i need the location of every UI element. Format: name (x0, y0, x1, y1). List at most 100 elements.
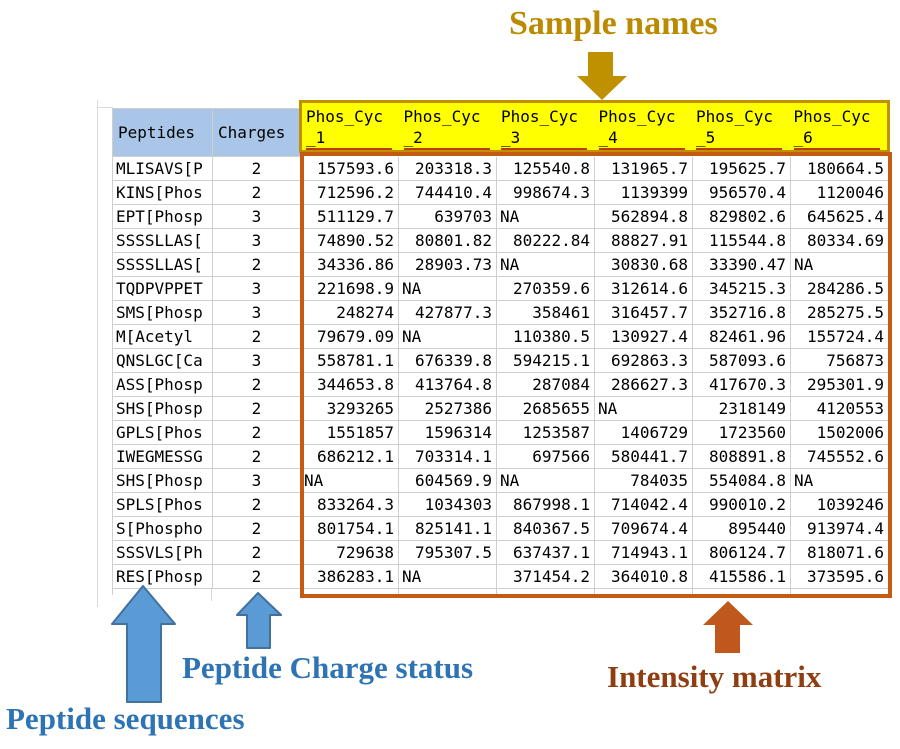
intensity-cell[interactable]: 30830.68 (595, 253, 693, 277)
intensity-cell[interactable]: 358461 (497, 301, 595, 325)
intensity-cell[interactable]: 371454.2 (497, 565, 595, 589)
peptide-cell[interactable]: IWEGMESSG (113, 445, 213, 469)
sample-column-header-Phos_Cyc_3[interactable]: Phos_Cyc_3 (497, 103, 595, 150)
charge-cell[interactable]: 3 (213, 301, 301, 325)
intensity-cell[interactable]: 511129.7 (301, 205, 399, 229)
intensity-cell[interactable]: 745552.6 (791, 445, 889, 469)
intensity-cell[interactable]: 867998.1 (497, 493, 595, 517)
intensity-cell[interactable]: 895440 (693, 517, 791, 541)
intensity-cell[interactable]: NA (301, 469, 399, 493)
charge-cell[interactable]: 2 (213, 397, 301, 421)
intensity-cell[interactable]: 833264.3 (301, 493, 399, 517)
intensity-cell[interactable]: 825141.1 (399, 517, 497, 541)
intensity-cell[interactable]: 80222.84 (497, 229, 595, 253)
intensity-cell[interactable]: 709674.4 (595, 517, 693, 541)
intensity-cell[interactable]: 80334.69 (791, 229, 889, 253)
intensity-cell[interactable]: 270359.6 (497, 277, 595, 301)
intensity-cell[interactable]: 195625.7 (693, 157, 791, 181)
intensity-cell[interactable]: 316457.7 (595, 301, 693, 325)
intensity-cell[interactable]: 157593.6 (301, 157, 399, 181)
charge-cell[interactable]: 2 (213, 565, 301, 589)
intensity-cell[interactable]: 284286.5 (791, 277, 889, 301)
peptide-cell[interactable]: SSSSLLAS[ (113, 253, 213, 277)
intensity-cell[interactable]: 427877.3 (399, 301, 497, 325)
intensity-cell[interactable]: 587093.6 (693, 349, 791, 373)
sample-column-header-Phos_Cyc_5[interactable]: Phos_Cyc_5 (692, 103, 790, 150)
intensity-cell[interactable]: NA (595, 397, 693, 421)
intensity-cell[interactable]: 221698.9 (301, 277, 399, 301)
intensity-cell[interactable]: 639703 (399, 205, 497, 229)
intensity-cell[interactable]: 1502006 (791, 421, 889, 445)
intensity-cell[interactable]: NA (399, 565, 497, 589)
intensity-cell[interactable]: 352716.8 (693, 301, 791, 325)
intensity-cell[interactable]: 203318.3 (399, 157, 497, 181)
intensity-cell[interactable]: 115544.8 (693, 229, 791, 253)
charge-cell[interactable]: 2 (213, 445, 301, 469)
intensity-cell[interactable]: 558781.1 (301, 349, 399, 373)
intensity-cell[interactable]: 692863.3 (595, 349, 693, 373)
intensity-cell[interactable]: 2527386 (399, 397, 497, 421)
intensity-cell[interactable]: 88827.91 (595, 229, 693, 253)
intensity-cell[interactable]: 1406729 (595, 421, 693, 445)
intensity-cell[interactable]: 712596.2 (301, 181, 399, 205)
intensity-cell[interactable]: 131965.7 (595, 157, 693, 181)
intensity-cell[interactable]: NA (399, 277, 497, 301)
intensity-cell[interactable]: 80801.82 (399, 229, 497, 253)
intensity-cell[interactable]: NA (497, 469, 595, 493)
charge-cell[interactable]: 3 (213, 229, 301, 253)
intensity-cell[interactable]: 744410.4 (399, 181, 497, 205)
peptide-cell[interactable]: RES[Phosp (113, 565, 213, 589)
intensity-cell[interactable]: 417670.3 (693, 373, 791, 397)
intensity-cell[interactable]: NA (791, 469, 889, 493)
intensity-cell[interactable]: 155724.4 (791, 325, 889, 349)
intensity-cell[interactable]: 285275.5 (791, 301, 889, 325)
intensity-cell[interactable]: 808891.8 (693, 445, 791, 469)
charge-cell[interactable]: 3 (213, 349, 301, 373)
charge-cell[interactable]: 3 (213, 469, 301, 493)
intensity-cell[interactable]: 714042.4 (595, 493, 693, 517)
intensity-cell[interactable]: 594215.1 (497, 349, 595, 373)
intensity-cell[interactable]: 28903.73 (399, 253, 497, 277)
charge-cell[interactable]: 2 (213, 373, 301, 397)
peptide-cell[interactable]: QNSLGC[Ca (113, 349, 213, 373)
intensity-cell[interactable]: 3293265 (301, 397, 399, 421)
intensity-cell[interactable]: 180664.5 (791, 157, 889, 181)
sample-column-header-Phos_Cyc_4[interactable]: Phos_Cyc_4 (595, 103, 693, 150)
intensity-cell[interactable]: 130927.4 (595, 325, 693, 349)
intensity-cell[interactable]: 1551857 (301, 421, 399, 445)
intensity-cell[interactable]: 703314.1 (399, 445, 497, 469)
intensity-cell[interactable]: 1253587 (497, 421, 595, 445)
charge-cell[interactable]: 3 (213, 205, 301, 229)
intensity-cell[interactable]: 125540.8 (497, 157, 595, 181)
intensity-cell[interactable]: 248274 (301, 301, 399, 325)
intensity-cell[interactable]: 795307.5 (399, 541, 497, 565)
intensity-cell[interactable]: 4120553 (791, 397, 889, 421)
intensity-cell[interactable]: 373595.6 (791, 565, 889, 589)
sample-column-header-Phos_Cyc_2[interactable]: Phos_Cyc_2 (400, 103, 498, 150)
intensity-cell[interactable]: 686212.1 (301, 445, 399, 469)
intensity-cell[interactable]: 110380.5 (497, 325, 595, 349)
peptide-cell[interactable]: EPT[Phosp (113, 205, 213, 229)
intensity-cell[interactable]: 580441.7 (595, 445, 693, 469)
intensity-cell[interactable]: 413764.8 (399, 373, 497, 397)
intensity-cell[interactable]: 344653.8 (301, 373, 399, 397)
peptide-cell[interactable]: GPLS[Phos (113, 421, 213, 445)
charge-cell[interactable]: 2 (213, 493, 301, 517)
intensity-cell[interactable]: 645625.4 (791, 205, 889, 229)
intensity-cell[interactable]: 33390.47 (693, 253, 791, 277)
intensity-cell[interactable]: 604569.9 (399, 469, 497, 493)
intensity-cell[interactable]: 2318149 (693, 397, 791, 421)
intensity-cell[interactable]: 415586.1 (693, 565, 791, 589)
intensity-cell[interactable]: 74890.52 (301, 229, 399, 253)
intensity-cell[interactable]: 784035 (595, 469, 693, 493)
intensity-cell[interactable]: NA (497, 205, 595, 229)
intensity-cell[interactable]: 34336.86 (301, 253, 399, 277)
intensity-cell[interactable]: NA (399, 325, 497, 349)
intensity-cell[interactable]: 79679.09 (301, 325, 399, 349)
charge-cell[interactable]: 2 (213, 253, 301, 277)
charges-column-header[interactable]: Charges (213, 109, 301, 157)
intensity-cell[interactable]: 840367.5 (497, 517, 595, 541)
sample-column-header-Phos_Cyc_6[interactable]: Phos_Cyc_6 (790, 103, 888, 150)
intensity-cell[interactable]: 1723560 (693, 421, 791, 445)
intensity-cell[interactable]: NA (791, 253, 889, 277)
